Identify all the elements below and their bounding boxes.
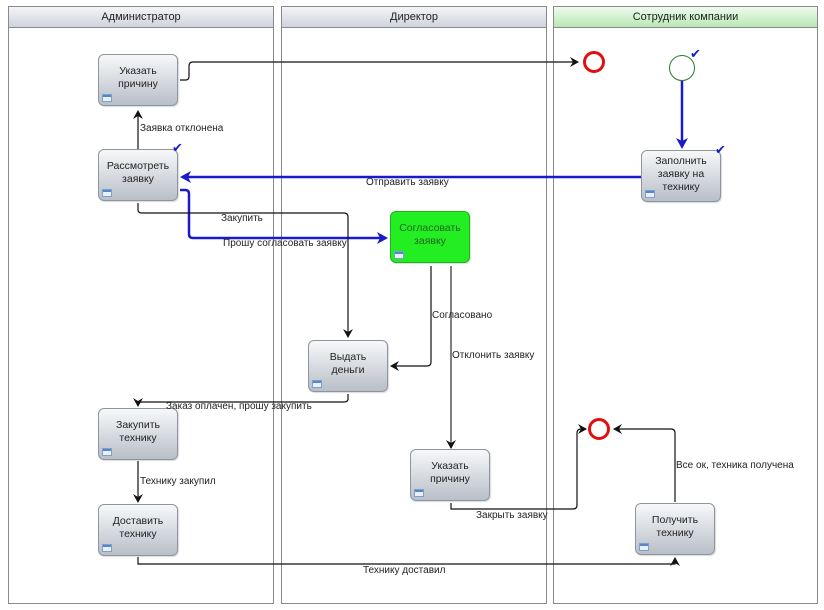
task-receive-equipment[interactable]: Получить технику <box>635 503 715 555</box>
label-approved: Согласовано <box>432 310 493 321</box>
task-buy-equipment[interactable]: Закупить технику <box>98 408 178 460</box>
form-icon <box>102 94 112 102</box>
task-fill-request[interactable]: Заполнить заявку на технику <box>641 150 721 202</box>
label-ask-approve: Прошу согласовать заявку <box>223 238 347 249</box>
end-event-bottom[interactable] <box>588 418 610 440</box>
label-reject-request: Отклонить заявку <box>452 350 535 361</box>
edge-approved[interactable] <box>390 266 432 371</box>
label-bought: Технику закупил <box>140 476 216 487</box>
task-approve-request[interactable]: Согласовать заявку <box>390 211 470 263</box>
edge-ask-approve[interactable] <box>180 188 388 244</box>
form-icon <box>102 544 112 552</box>
lane-director: Директор <box>281 6 547 604</box>
form-icon <box>312 380 322 388</box>
task-issue-money[interactable]: Выдать деньги <box>308 340 388 392</box>
edge-close-request[interactable] <box>450 424 587 510</box>
edge-purchase[interactable] <box>137 203 353 338</box>
label-paid-buy: Заказ оплачен, прошу закупить <box>166 401 312 412</box>
label-purchase: Закупить <box>221 213 263 224</box>
form-icon <box>102 189 112 197</box>
check-icon: ✔ <box>172 140 183 155</box>
edge-paid-buy[interactable] <box>133 394 349 407</box>
form-icon <box>102 448 112 456</box>
edge-delivered[interactable] <box>137 557 680 566</box>
task-admin-specify-reason[interactable]: Указать причину <box>98 54 178 106</box>
task-director-specify-reason[interactable]: Указать причину <box>410 449 490 501</box>
lane-header-director: Директор <box>282 7 546 28</box>
task-review-request[interactable]: Рассмотреть заявку <box>98 149 178 201</box>
form-icon <box>414 489 424 497</box>
task-deliver-equipment[interactable]: Доставить технику <box>98 504 178 556</box>
check-icon: ✔ <box>715 142 726 157</box>
form-icon <box>394 251 404 259</box>
end-event-top[interactable] <box>583 51 605 73</box>
lane-header-administrator: Администратор <box>9 7 273 28</box>
edge-all-ok[interactable] <box>613 424 676 502</box>
label-all-ok: Все ок, техника получена <box>676 460 794 471</box>
edge-reason-to-end[interactable] <box>180 57 579 81</box>
label-delivered: Технику доставил <box>363 565 446 576</box>
lane-header-employee: Сотрудник компании <box>554 7 817 28</box>
form-icon <box>645 190 655 198</box>
label-send-request: Отправить заявку <box>366 177 449 188</box>
form-icon <box>639 543 649 551</box>
check-icon: ✔ <box>690 46 701 61</box>
label-close-request: Закрыть заявку <box>476 510 548 521</box>
label-rejected: Заявка отклонена <box>140 123 224 134</box>
start-event[interactable] <box>669 55 695 81</box>
